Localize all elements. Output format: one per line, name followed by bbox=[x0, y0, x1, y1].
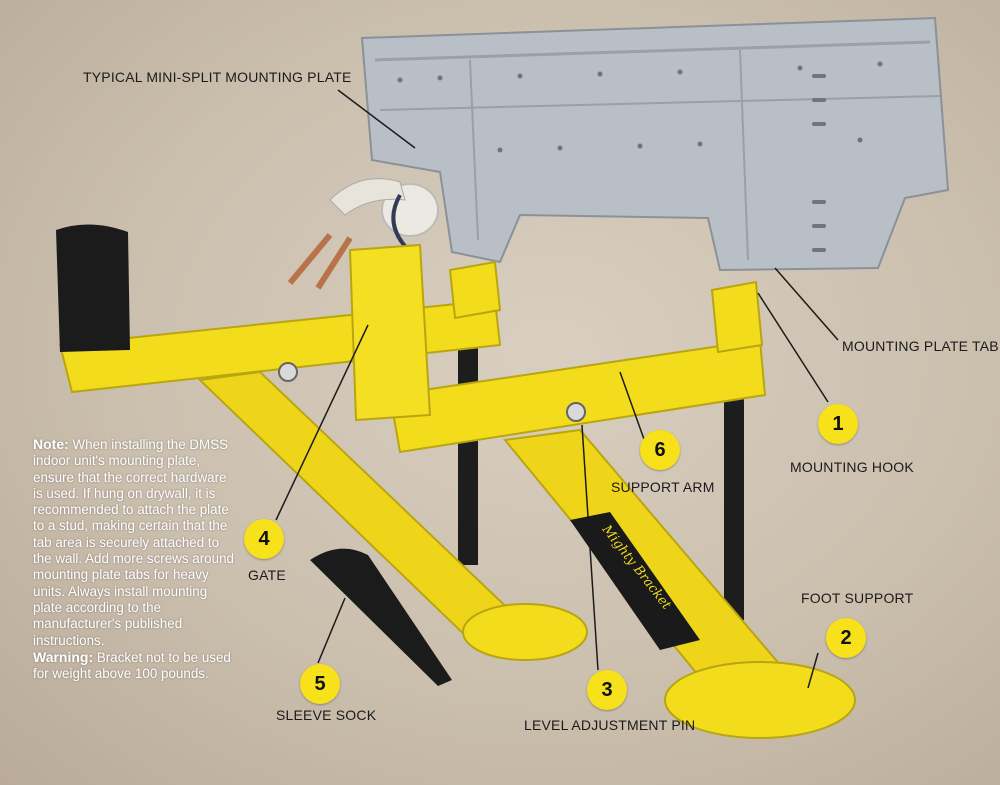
label-level-adjustment-pin: LEVEL ADJUSTMENT PIN bbox=[524, 717, 696, 733]
level-adjustment-pin-visual bbox=[566, 402, 586, 422]
label-mounting-plate: TYPICAL MINI-SPLIT MOUNTING PLATE bbox=[83, 69, 352, 85]
badge-5: 5 bbox=[300, 664, 340, 704]
warning-heading: Warning: bbox=[33, 648, 94, 665]
right-support-arm bbox=[388, 280, 856, 739]
badge-1: 1 bbox=[818, 404, 858, 444]
label-support-arm: SUPPORT ARM bbox=[611, 479, 715, 495]
mounting-plate bbox=[360, 16, 950, 272]
warning-text: Bracket not to be used for weight above … bbox=[33, 649, 231, 682]
badge-2: 2 bbox=[826, 618, 866, 658]
label-mounting-plate-tab: MOUNTING PLATE TAB bbox=[842, 338, 999, 354]
label-mounting-hook: MOUNTING HOOK bbox=[790, 459, 914, 475]
note-text: When installing the DMSS indoor unit's m… bbox=[33, 437, 234, 648]
badge-3: 3 bbox=[587, 670, 627, 710]
badge-6: 6 bbox=[640, 430, 680, 470]
note-heading: Note: bbox=[33, 436, 69, 452]
sleeve-sock bbox=[310, 548, 452, 686]
note-block: Note: When installing the DMSS indoor un… bbox=[33, 436, 238, 682]
leader-lines bbox=[275, 89, 839, 689]
badge-4: 4 bbox=[244, 519, 284, 559]
rear-rail-left bbox=[458, 345, 478, 565]
gate bbox=[348, 243, 432, 422]
end-cap-sock bbox=[56, 224, 130, 352]
label-foot-support: FOOT SUPPORT bbox=[801, 590, 914, 606]
rear-rail-right bbox=[724, 380, 744, 620]
label-sleeve-sock: SLEEVE SOCK bbox=[276, 707, 377, 723]
left-support-arm bbox=[58, 260, 588, 661]
pin-left bbox=[278, 362, 298, 382]
label-gate: GATE bbox=[248, 567, 286, 583]
